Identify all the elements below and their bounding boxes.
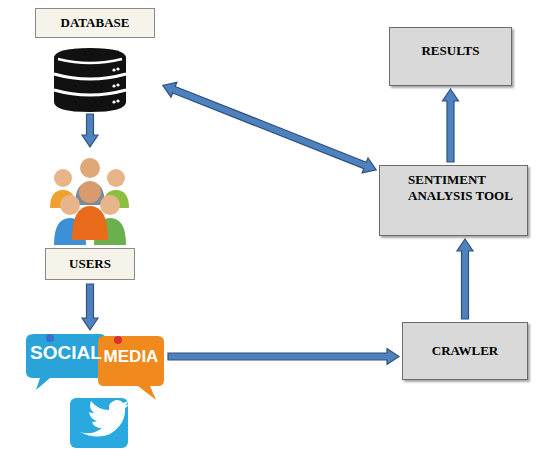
block-arrow xyxy=(457,239,473,319)
users-icon xyxy=(50,158,129,245)
sentiment-tool-box: SENTIMENT ANALYSIS TOOL xyxy=(379,165,528,236)
node-label: SOCIAL xyxy=(26,341,106,367)
node-label: MEDIA xyxy=(98,345,164,371)
database-node: DATABASE xyxy=(35,8,160,111)
block-arrow xyxy=(443,89,459,162)
social-media-node: SOCIALMEDIA xyxy=(20,333,165,450)
node-label: RESULTS xyxy=(390,34,511,68)
node-label: SENTIMENT ANALYSIS TOOL xyxy=(408,172,516,230)
database-icon xyxy=(54,48,126,112)
block-arrow xyxy=(168,349,399,365)
users-node: USERS xyxy=(45,150,135,281)
social-media-icon xyxy=(26,334,164,448)
node-label: USERS xyxy=(45,248,135,280)
block-arrow xyxy=(82,284,98,330)
results-box: RESULTS xyxy=(389,27,512,86)
node-label: DATABASE xyxy=(35,8,155,38)
block-arrow xyxy=(82,114,98,147)
node-label: CRAWLER xyxy=(403,323,527,379)
block-arrow xyxy=(163,82,376,173)
crawler-box: CRAWLER xyxy=(402,322,528,380)
